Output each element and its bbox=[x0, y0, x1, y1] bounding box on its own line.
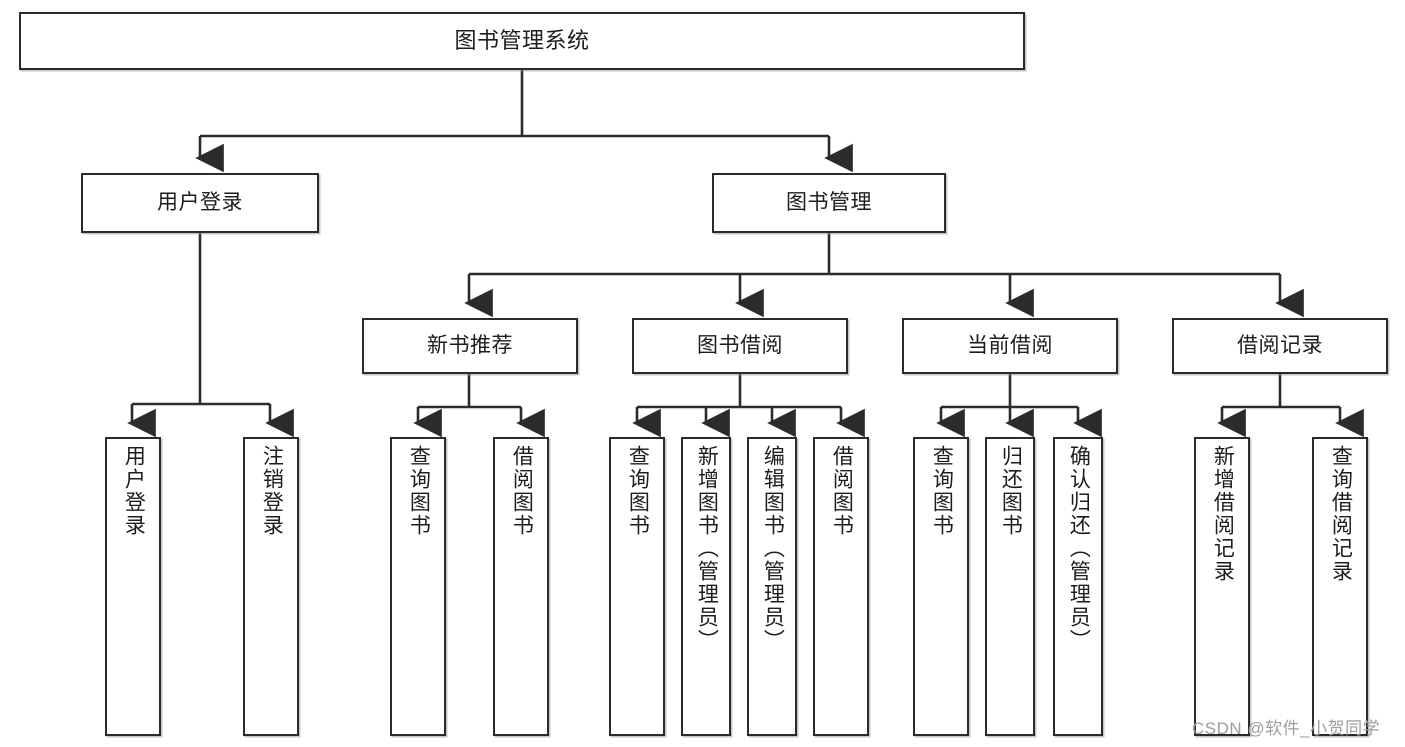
node-label: 查询借阅记录 bbox=[1329, 445, 1353, 583]
leaf-query-books-borrow[interactable]: 查询图书 bbox=[609, 437, 665, 736]
node-label: 注销登录 bbox=[260, 445, 284, 537]
node-label: 查询图书 bbox=[930, 445, 954, 537]
leaf-return-books[interactable]: 归还图书 bbox=[985, 437, 1035, 736]
node-label: 新增借阅记录 bbox=[1211, 445, 1235, 583]
node-label: 当前借阅 bbox=[967, 334, 1053, 358]
node-label: 新增图书（管理员） bbox=[695, 445, 719, 652]
leaf-add-book-admin[interactable]: 新增图书（管理员） bbox=[681, 437, 731, 736]
node-new-book-recommend[interactable]: 新书推荐 bbox=[362, 318, 578, 374]
node-current-borrow[interactable]: 当前借阅 bbox=[902, 318, 1118, 374]
node-label: 新书推荐 bbox=[427, 334, 513, 358]
node-label: 借阅图书 bbox=[830, 445, 854, 537]
node-label: 查询图书 bbox=[407, 445, 431, 537]
leaf-logout[interactable]: 注销登录 bbox=[243, 437, 299, 736]
node-label: 借阅图书 bbox=[510, 445, 534, 537]
node-label: 编辑图书（管理员） bbox=[761, 445, 785, 652]
node-label: 归还图书 bbox=[999, 445, 1023, 537]
node-label: 查询图书 bbox=[626, 445, 650, 537]
node-label: 确认归还（管理员） bbox=[1067, 445, 1091, 652]
node-label: 图书借阅 bbox=[697, 334, 783, 358]
leaf-query-books-recommend[interactable]: 查询图书 bbox=[390, 437, 446, 736]
csdn-watermark: CSDN @软件_小贺同学 bbox=[1192, 719, 1381, 738]
leaf-user-login[interactable]: 用户登录 bbox=[105, 437, 161, 736]
node-borrow-records[interactable]: 借阅记录 bbox=[1172, 318, 1388, 374]
node-label: 用户登录 bbox=[122, 445, 146, 537]
node-label: 借阅记录 bbox=[1237, 334, 1323, 358]
leaf-add-borrow-record[interactable]: 新增借阅记录 bbox=[1194, 437, 1250, 736]
leaf-query-borrow-record[interactable]: 查询借阅记录 bbox=[1312, 437, 1368, 736]
leaf-query-books-current[interactable]: 查询图书 bbox=[913, 437, 969, 736]
leaf-borrow-books-recommend[interactable]: 借阅图书 bbox=[493, 437, 549, 736]
node-label: 用户登录 bbox=[157, 191, 243, 215]
node-label: 图书管理系统 bbox=[454, 27, 590, 53]
node-label: 图书管理 bbox=[786, 191, 872, 215]
leaf-confirm-return-admin[interactable]: 确认归还（管理员） bbox=[1053, 437, 1103, 736]
node-book-management[interactable]: 图书管理 bbox=[712, 173, 946, 233]
leaf-borrow-books[interactable]: 借阅图书 bbox=[813, 437, 869, 736]
node-root-system[interactable]: 图书管理系统 bbox=[19, 12, 1025, 70]
node-user-login[interactable]: 用户登录 bbox=[81, 173, 319, 233]
node-book-borrow[interactable]: 图书借阅 bbox=[632, 318, 848, 374]
leaf-edit-book-admin[interactable]: 编辑图书（管理员） bbox=[747, 437, 797, 736]
